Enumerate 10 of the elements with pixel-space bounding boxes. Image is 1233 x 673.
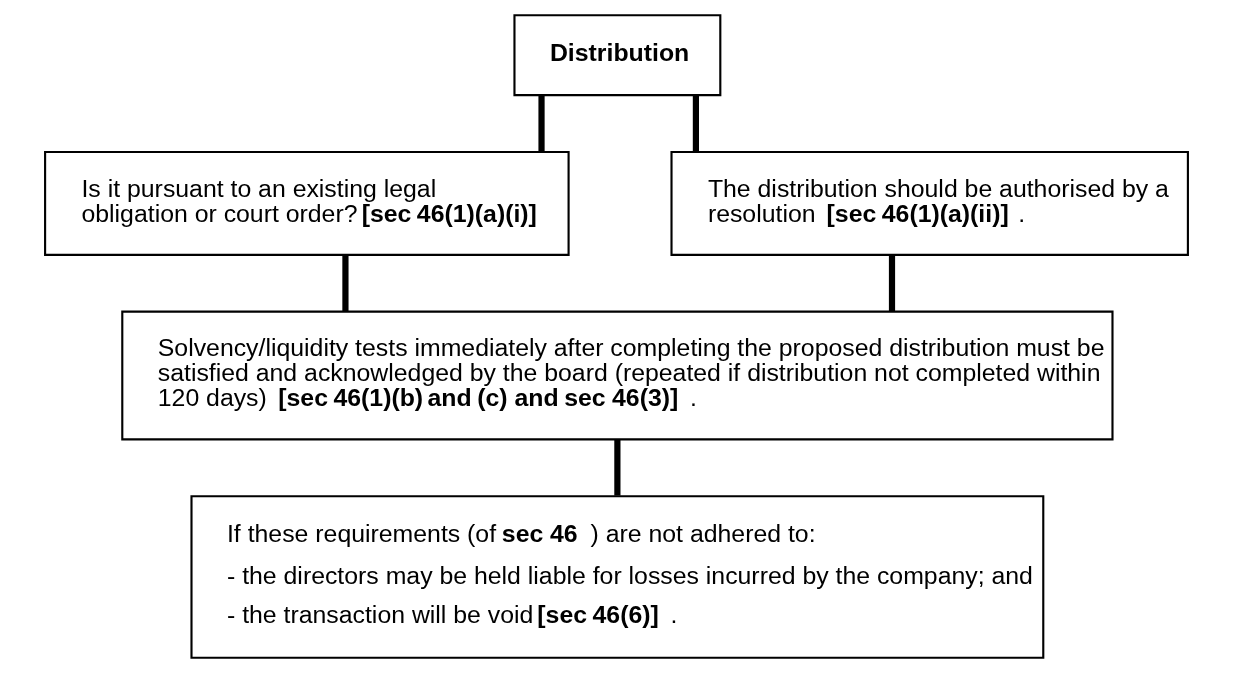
node-box: Solvency/liquidity tests immediately after completing the proposed distribution must be satisfied and acknowledged by the board (repeated if distribution not completed within 120 days) [sec 46(1)(b) and (c) and sec 46(3)]. <box>121 310 1114 441</box>
node-box: The distribution should be authorised by a resolution [sec 46(1)(a)(ii)]. <box>670 150 1189 256</box>
connector <box>614 439 621 496</box>
node-box: If these requirements (of sec 46) are not adhered to: - the directors may be held liable for losses incurred by the company; and - the transaction will be void [sec 46(6)]. <box>190 495 1045 659</box>
node-box: Distribution <box>513 14 722 97</box>
connector <box>538 95 545 152</box>
connector <box>692 95 699 152</box>
node-box: Is it pursuant to an existing legal obligation or court order? [sec 46(1)(a)(i)] <box>44 150 570 256</box>
connector <box>888 255 896 312</box>
connector <box>342 255 349 312</box>
